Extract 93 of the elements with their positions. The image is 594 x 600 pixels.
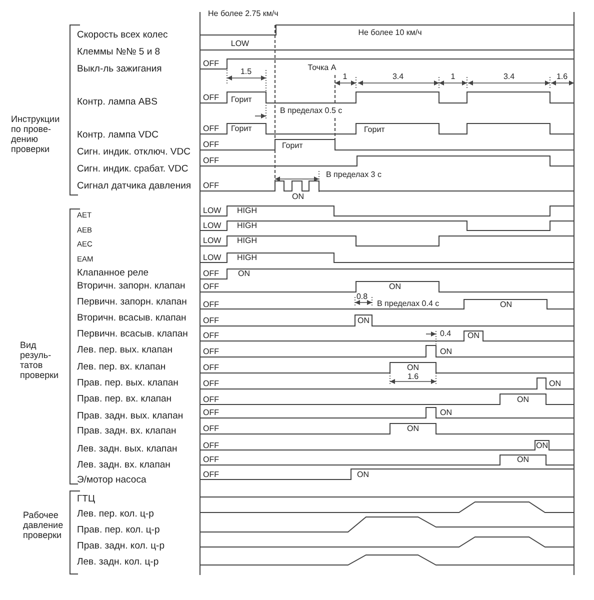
state-label: OFF [203, 425, 219, 433]
signal-name: Сигнал датчика давления [77, 181, 192, 191]
state-label: OFF [203, 124, 219, 132]
signal-name: Контр. лампа ABS [77, 97, 158, 107]
dimension-value: 1.5 [240, 68, 252, 76]
state-label: LOW [203, 237, 222, 245]
state-label: ON [440, 348, 452, 356]
signal-name: Сигн. индик. срабат. VDC [77, 164, 188, 174]
state-label: ON [517, 396, 529, 404]
state-label: OFF [203, 182, 219, 190]
dimension-value: 3.4 [503, 73, 515, 81]
signal-name: Прав. задн. вх. клапан [77, 426, 176, 436]
state-label: ON [238, 270, 250, 278]
signal-name: Прав. задн. кол. ц-р [77, 541, 164, 551]
signal-name: Контр. лампа VDC [77, 130, 158, 140]
signal-name: Лев. задн. вых. клапан [77, 444, 178, 454]
state-label: LOW [230, 40, 250, 48]
state-label: ON [389, 283, 401, 291]
signal-name: Сигн. индик. отключ. VDC [77, 147, 190, 157]
signal-name: ГТЦ [77, 494, 95, 504]
dimension-value: 1.6 [556, 73, 568, 81]
state-label: OFF [203, 316, 219, 324]
state-label: ON [536, 442, 548, 450]
state-label: HIGH [237, 254, 257, 262]
state-label: LOW [203, 207, 222, 215]
annotation-text: Не более 10 км/ч [358, 29, 422, 37]
state-label: Горит [364, 126, 385, 134]
state-label: OFF [203, 332, 219, 340]
signal-name: Клеммы №№ 5 и 8 [77, 47, 160, 57]
state-label: OFF [203, 364, 219, 372]
state-label: OFF [203, 380, 219, 388]
state-label: OFF [203, 348, 219, 356]
signal-name: Лев. пер. вх. клапан [77, 362, 166, 372]
state-label: LOW [203, 254, 222, 262]
annotation-text: Точка А [308, 64, 336, 72]
state-label: OFF [203, 141, 219, 149]
group-label: Вид резуль- татов проверки [20, 340, 60, 380]
dimension-value: 3.4 [392, 73, 404, 81]
state-label: OFF [203, 270, 219, 278]
signal-name: Прав. пер. кол. ц-р [77, 525, 160, 535]
state-label: Горит [231, 124, 252, 132]
signal-name: Клапанное реле [77, 268, 149, 278]
state-label: OFF [203, 157, 219, 165]
signal-name: Первичн. всасыв. клапан [77, 329, 188, 339]
signal-name: Выкл-ль зажигания [77, 64, 162, 74]
signal-name: Лев. пер. вых. клапан [77, 345, 173, 355]
state-label: LOW [203, 222, 222, 230]
state-label: OFF [203, 300, 219, 308]
state-label: ON [357, 470, 369, 478]
signal-name: Вторичн. всасыв. клапан [77, 313, 186, 323]
state-label: OFF [203, 283, 219, 291]
state-label: ON [407, 425, 419, 433]
annotation-text: Не более 2.75 км/ч [208, 10, 278, 18]
state-label: Горит [282, 142, 303, 150]
signal-name: Вторичн. запорн. клапан [77, 281, 186, 291]
state-label: ON [500, 300, 512, 308]
state-label: ON [292, 193, 304, 201]
state-label: OFF [203, 470, 219, 478]
dimension-value: 0.8 [356, 292, 368, 300]
state-label: OFF [203, 456, 219, 464]
state-label: ON [407, 364, 419, 372]
signal-name: Скорость всех колес [77, 30, 168, 40]
signal-name: Прав. пер. вх. клапан [77, 394, 172, 404]
state-label: OFF [203, 409, 219, 417]
state-label: ON [549, 380, 561, 388]
state-label: ON [517, 456, 529, 464]
state-label: HIGH [237, 222, 257, 230]
state-label: HIGH [237, 237, 257, 245]
annotation-text: В пределах 0.4 с [377, 300, 440, 308]
annotation-text: В пределах 0.5 с [280, 107, 342, 115]
state-label: ON [440, 409, 452, 417]
dimension-value: 1 [342, 73, 348, 81]
signal-name: Э/мотор насоса [77, 475, 146, 485]
state-label: OFF [203, 396, 219, 404]
dimension-value: 0.4 [440, 330, 452, 338]
state-label: Горит [231, 96, 252, 104]
signal-name: Прав. задн. вых. клапан [77, 411, 184, 421]
dimension-value: 1.6 [407, 372, 419, 380]
group-label: Инструкции по прове- дению проверки [11, 114, 61, 154]
annotation-text: В пределах 3 с [326, 171, 382, 179]
state-label: OFF [203, 442, 219, 450]
signal-name: Лев. задн. вх. клапан [77, 460, 170, 470]
state-label: HIGH [237, 207, 257, 215]
state-label: OFF [203, 60, 219, 68]
state-label: ON [468, 332, 480, 340]
group-label: Рабочее давление проверки [23, 510, 64, 540]
signal-name: Прав. пер. вых. клапан [77, 378, 178, 388]
signal-name: Первичн. запорн. клапан [77, 297, 187, 307]
signal-name: Лев. пер. кол. ц-р [77, 509, 154, 519]
state-label: OFF [203, 94, 219, 102]
state-label: ON [358, 316, 370, 324]
dimension-value: 1 [450, 73, 456, 81]
signal-name: Лев. задн. кол. ц-р [77, 557, 159, 567]
